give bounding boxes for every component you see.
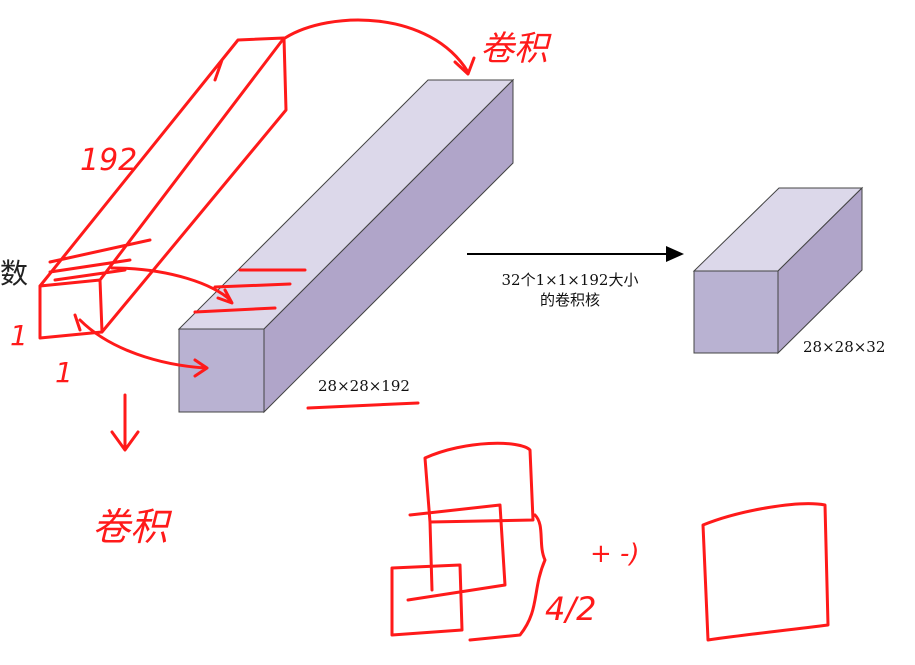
curved-arrow-top [283, 18, 476, 76]
small-block-front-face [693, 270, 779, 354]
label-underline [306, 401, 420, 410]
note-one-left: 1 [10, 319, 28, 352]
large-block [177, 78, 515, 414]
large-block-label: 28×28×192 [318, 377, 410, 395]
large-block-front-face [178, 328, 265, 413]
sketch-stacked-squares [390, 441, 547, 642]
sketch-small-marks [73, 313, 82, 332]
small-block-label: 28×28×32 [803, 338, 885, 356]
down-arrow [110, 393, 140, 452]
transform-arrow [467, 246, 684, 262]
small-block [692, 186, 864, 355]
note-bottom-conv: 卷积 [92, 505, 173, 549]
note-formula-top: + -) [590, 539, 640, 569]
curved-arrow-side [110, 266, 234, 305]
sketch-output-square [701, 502, 830, 642]
curved-arrow-front [78, 318, 209, 378]
note-formula-bottom: 4/2 [545, 590, 597, 628]
handwritten-annotations [38, 18, 830, 642]
note-one-bottom: 1 [55, 356, 73, 389]
arrow-caption-line2: 的卷积核 [540, 291, 600, 309]
note-depth-192: 192 [80, 143, 137, 178]
sketch-hatch-lines [193, 268, 307, 314]
note-top-conv: 卷积 [480, 29, 552, 69]
arrow-caption-line1: 32个1×1×192大小 [502, 271, 639, 289]
edge-left-char: 数 [0, 257, 28, 290]
